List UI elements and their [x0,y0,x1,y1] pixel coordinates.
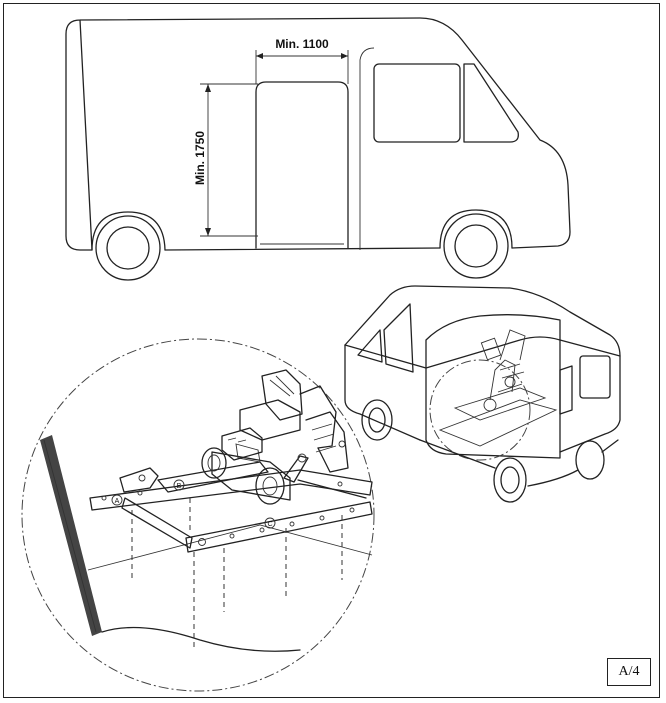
cab-window [463,63,519,143]
svg-text:B: B [177,483,182,490]
van-perspective-view [344,285,621,503]
callout-c: C [264,517,276,529]
detail-enlargement: A B C [21,338,375,692]
perspective-front-wheel-right [575,440,605,480]
door-frame-section [40,435,102,636]
perspective-lift-unit [453,329,547,421]
perspective-door-opening [425,314,561,459]
perspective-front-wheel-left [493,457,527,503]
base-frame [89,469,373,553]
callout-a: A [111,494,123,506]
height-dimension-label: Min. 1750 [193,131,207,185]
figure-label: A/4 [607,658,651,686]
side-window [373,63,461,143]
width-dimension-label: Min. 1100 [275,37,329,51]
motor-unit [201,443,291,505]
seat-mechanism [239,369,349,473]
detail-reference-circle [429,359,531,461]
svg-text:C: C [267,521,272,528]
rear-wheel [95,215,161,281]
width-dimension: Min. 1100 [255,37,349,84]
anchor-lines [131,495,343,650]
figure-frame [3,3,660,698]
svg-text:A: A [115,498,120,505]
callout-b: B [173,479,185,491]
door-opening [255,81,349,249]
detail-circle-outline [21,338,375,692]
height-dimension: Min. 1750 [193,83,258,237]
perspective-rear-wheel [361,399,393,441]
van-side-view [65,17,571,281]
front-wheel [443,213,509,279]
